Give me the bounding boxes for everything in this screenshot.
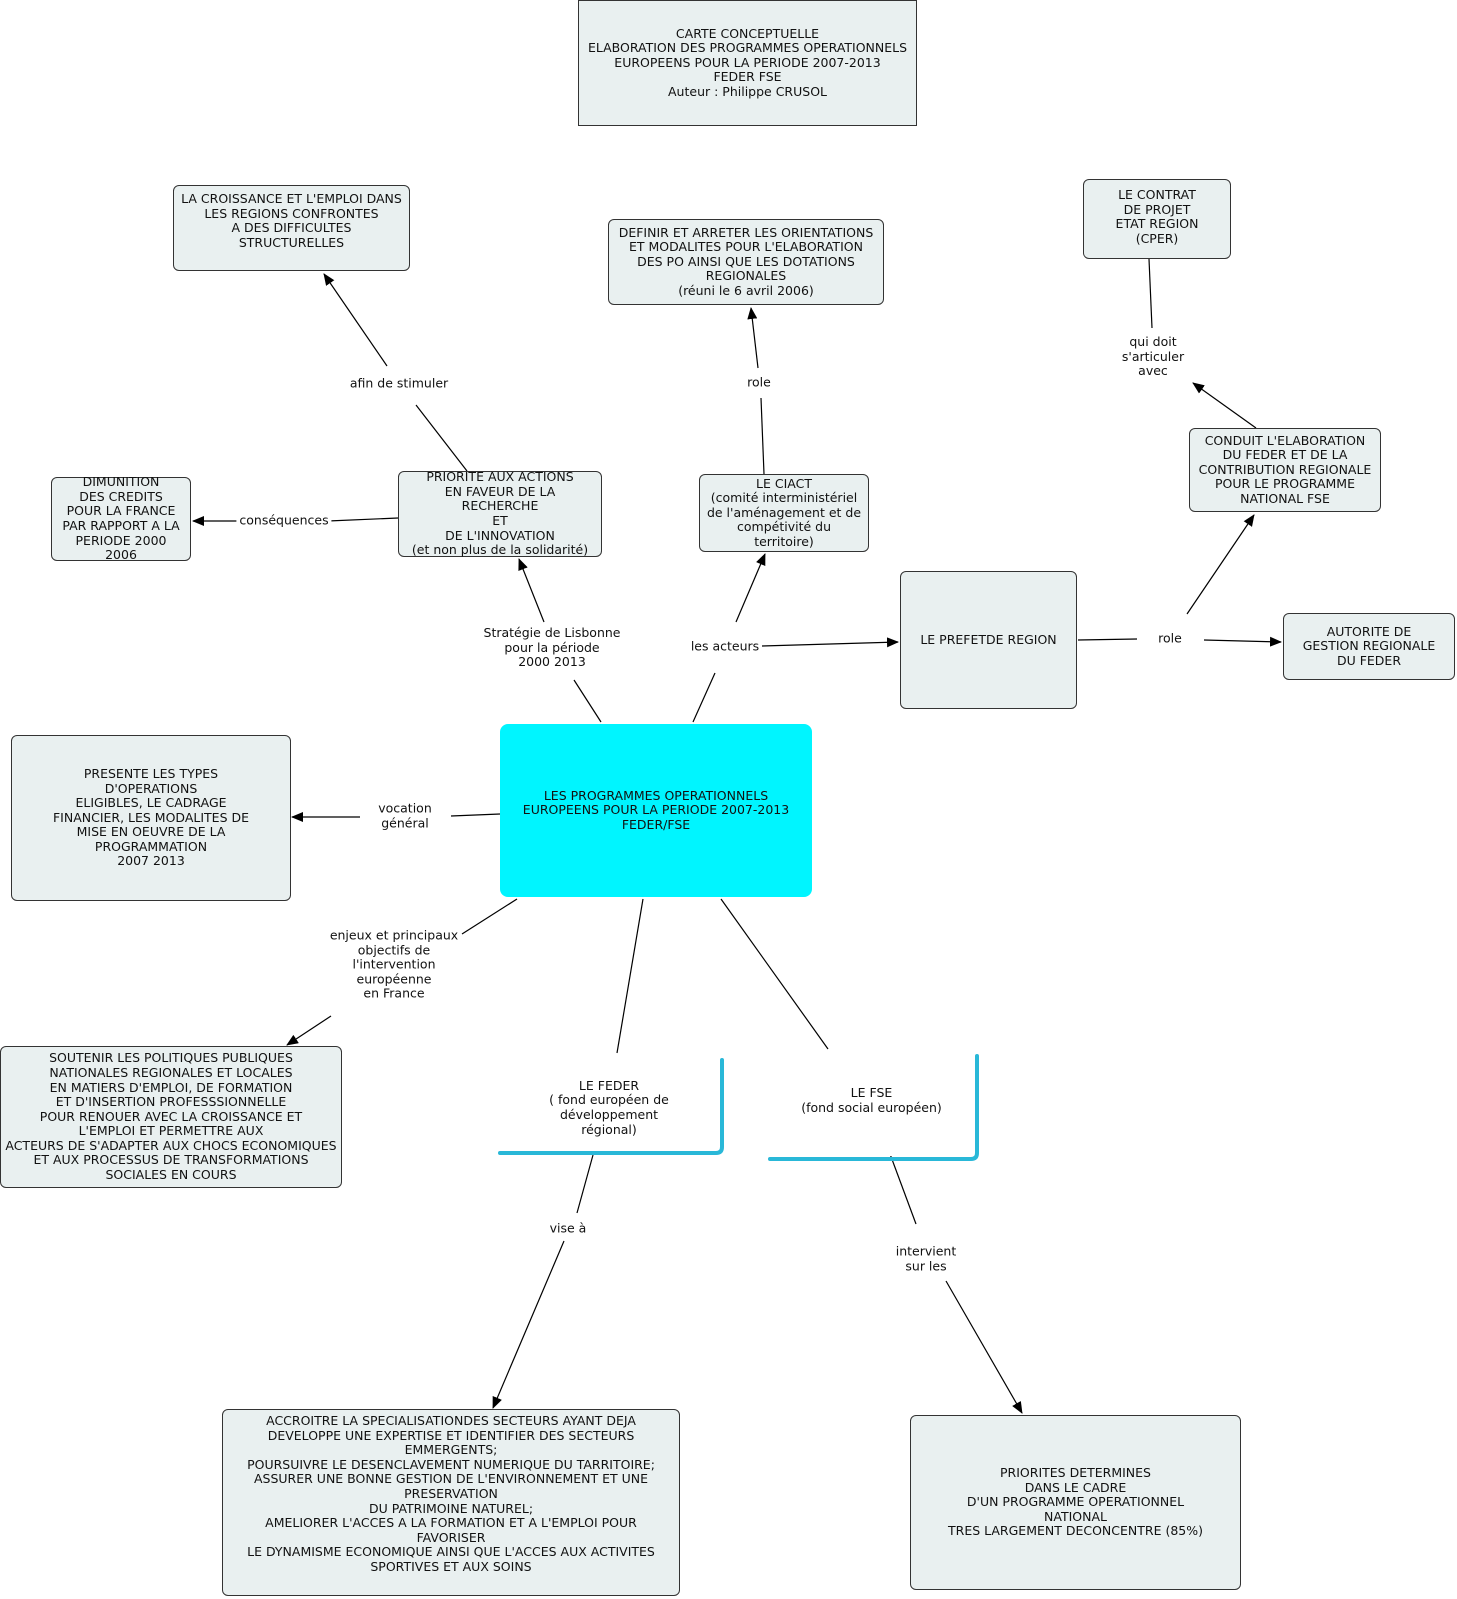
node-contrat[interactable]: LE CONTRAT DE PROJET ETAT REGION (CPER) — [1083, 179, 1231, 259]
link-label-vocation: vocation général — [375, 800, 435, 832]
edge-arrow — [735, 553, 766, 623]
node-ciact[interactable]: LE CIACT (comité interministériel de l'a… — [699, 474, 869, 552]
link-label-role-ciact: role — [744, 374, 774, 392]
edge-arrow — [518, 558, 545, 623]
edge-line — [327, 517, 399, 522]
edge-arrow — [747, 307, 759, 369]
node-center[interactable]: LES PROGRAMMES OPERATIONNELS EUROPEENS P… — [500, 724, 812, 897]
edge-line — [450, 813, 501, 817]
link-label-role-prefet: role — [1155, 630, 1185, 648]
edge-line — [573, 679, 602, 723]
node-priorite[interactable]: PRIORITE AUX ACTIONS EN FAVEUR DE LA REC… — [398, 469, 602, 557]
edge-line — [1077, 638, 1138, 641]
link-label-enjeux: enjeux et principaux objectifs de l'inte… — [326, 927, 462, 1003]
edge-line — [760, 397, 765, 475]
edge-line — [1148, 258, 1153, 329]
node-soutenir[interactable]: SOUTENIR LES POLITIQUES PUBLIQUES NATION… — [0, 1046, 342, 1188]
edge-line — [692, 672, 716, 723]
edge-arrow — [286, 1015, 332, 1046]
node-definir[interactable]: DEFINIR ET ARRETER LES ORIENTATIONS ET M… — [608, 219, 884, 305]
edge-line — [461, 898, 518, 935]
node-presente[interactable]: PRESENTE LES TYPES D'OPERATIONS ELIGIBLE… — [11, 735, 291, 901]
edge-line — [576, 1154, 594, 1214]
node-prefet[interactable]: LE PREFETDE REGION — [900, 571, 1077, 709]
node-dimunition[interactable]: DIMUNITION DES CREDITS POUR LA FRANCE PA… — [51, 474, 191, 562]
edge-arrow — [945, 1280, 1023, 1414]
node-fse[interactable]: LE FSE (fond social européen) — [770, 1062, 973, 1156]
link-label-strategie: Stratégie de Lisbonne pour la période 20… — [480, 625, 624, 671]
edge-line — [720, 898, 829, 1050]
edge-arrow — [492, 1240, 565, 1409]
link-label-acteurs: les acteurs — [687, 638, 763, 656]
node-conduit[interactable]: CONDUIT L'ELABORATION DU FEDER ET DE LA … — [1189, 428, 1381, 512]
edge-arrow — [1186, 514, 1255, 615]
node-feder[interactable]: LE FEDER ( fond européen de développemen… — [500, 1066, 718, 1150]
edge-line — [415, 404, 468, 472]
link-label-afin: afin de stimuler — [346, 375, 452, 393]
node-croissance[interactable]: LA CROISSANCE ET L'EMPLOI DANS LES REGIO… — [173, 185, 410, 271]
map-title: CARTE CONCEPTUELLE ELABORATION DES PROGR… — [578, 0, 917, 126]
node-priorites[interactable]: PRIORITES DETERMINES DANS LE CADRE D'UN … — [910, 1415, 1241, 1590]
link-label-vise: vise à — [546, 1220, 590, 1238]
edge-arrow — [1192, 382, 1257, 429]
node-accroitre[interactable]: ACCROITRE LA SPECIALISATIONDES SECTEURS … — [222, 1409, 680, 1596]
edge-arrow — [761, 637, 899, 648]
link-label-intervient: intervient sur les — [892, 1243, 960, 1275]
edge-line — [616, 898, 644, 1054]
link-label-consequences: conséquences — [236, 512, 332, 530]
link-label-quidoit: qui doit s'articuler avec — [1118, 334, 1188, 380]
edge-arrow — [1203, 636, 1282, 647]
node-autorite[interactable]: AUTORITE DE GESTION REGIONALE DU FEDER — [1283, 613, 1455, 680]
edge-arrow — [323, 273, 388, 367]
